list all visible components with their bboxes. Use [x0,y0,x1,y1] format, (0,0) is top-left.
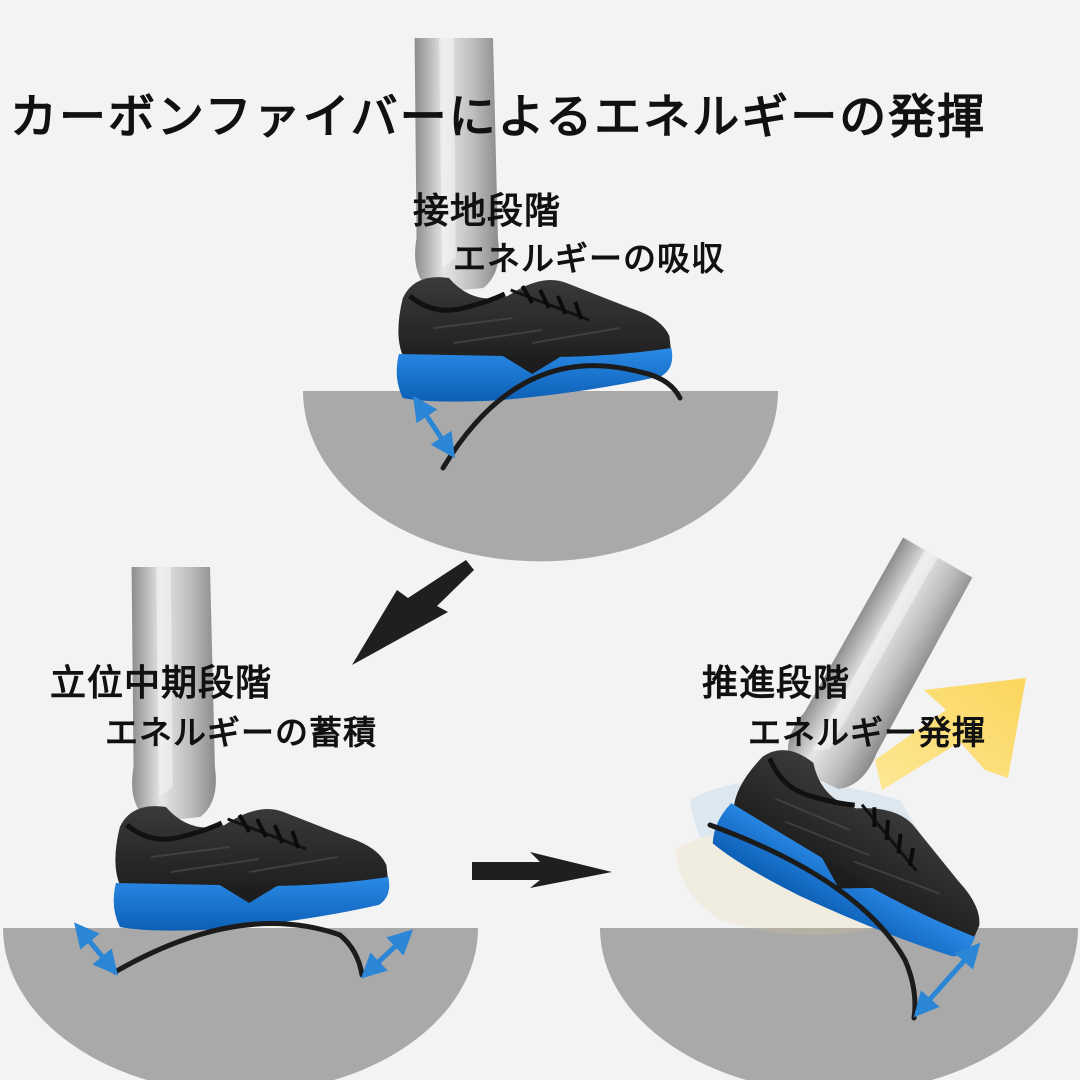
spring-arrow-icon [913,942,981,1018]
carbon-plate-icon [112,921,365,978]
stage-subheading-contact: エネルギーの吸収 [453,239,725,278]
page-title: カーボンファイバーによるエネルギーの発揮 [10,90,987,145]
stage-midstance [3,567,478,1080]
stage-subheading-midstance: エネルギーの蓄積 [105,713,377,752]
spring-arrow-icon [74,922,118,976]
stage-contact [303,38,778,562]
carbon-plate-icon [440,363,683,471]
stage-propulsion [600,528,1080,1080]
ground-bowl-midstance [3,928,478,1080]
energy-arrow-icon [875,678,1026,790]
flow-arrow-icon [472,852,612,888]
ground-bowl-propulsion [600,928,1078,1080]
stage-heading-midstance: 立位中期段階 [50,663,273,704]
spring-arrow-icon [360,929,414,979]
stage-heading-contact: 接地段階 [413,191,562,232]
ground-bowl-contact [303,391,778,562]
stage-subheading-propulsion: エネルギー発揮 [748,713,986,752]
flow-arrow-icon [352,560,474,665]
spring-arrow-icon [413,395,455,459]
stage-heading-propulsion: 推進段階 [702,663,851,704]
